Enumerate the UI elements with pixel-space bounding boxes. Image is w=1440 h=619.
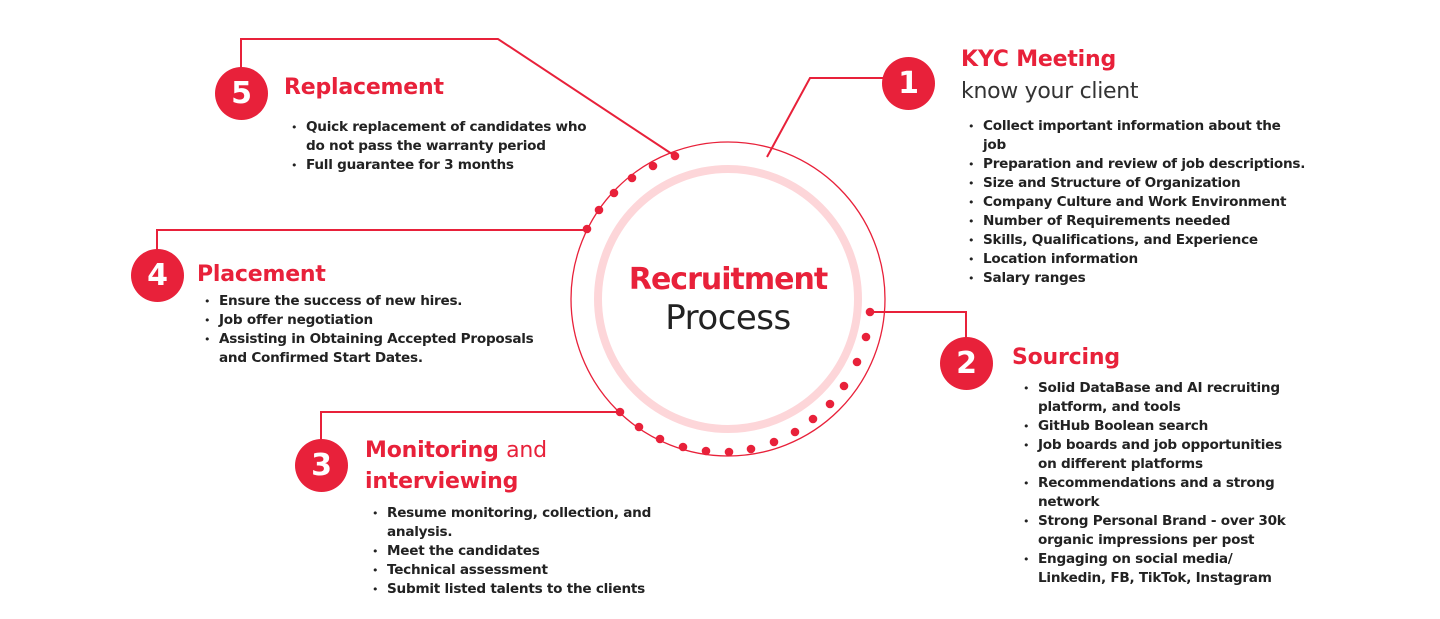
ring-dot [865,307,875,317]
bullet-item: Collect important information about the … [968,117,1308,155]
bullet-item: Size and Structure of Organization [968,174,1308,193]
bullet-item: Strong Personal Brand - over 30k organic… [1023,512,1288,550]
bullet-item: Preparation and review of job descriptio… [968,155,1308,174]
ring-dot [790,427,800,437]
bullet-item: Recommendations and a strong network [1023,474,1288,512]
ring-dot [746,444,756,454]
inner-ring [594,165,862,433]
ring-dot [609,188,619,198]
step-number-badge: 4 [131,249,184,302]
ring-dot [615,407,625,417]
bullet-item: Assisting in Obtaining Accepted Proposal… [204,330,544,368]
ring-dot [825,399,835,409]
ring-dot [701,446,711,456]
step-title-line2: interviewing [365,469,519,494]
step-bullets: Resume monitoring, collection, and analy… [372,504,712,599]
ring-dots [582,151,875,457]
step-title: Replacement [284,75,444,100]
bullet-item: Full guarantee for 3 months [291,156,591,175]
bullet-item: Skills, Qualifications, and Experience [968,231,1308,250]
step-subtitle: know your client [961,79,1139,104]
ring-dot [724,447,734,457]
ring-dot [839,381,849,391]
bullet-item: Company Culture and Work Environment [968,193,1308,212]
bullet-item: Engaging on social media/ Linkedin, FB, … [1023,550,1288,588]
ring-dot [655,434,665,444]
bullet-item: Job offer negotiation [204,311,544,330]
bullet-item: Meet the candidates [372,542,712,561]
step-title-bold: Monitoring [365,438,499,463]
step-bullets: Ensure the success of new hires. Job off… [204,292,544,368]
step-number-badge: 1 [882,57,935,110]
bullet-item: Salary ranges [968,269,1308,288]
step-number-badge: 2 [940,337,993,390]
bullet-item: GitHub Boolean search [1023,417,1288,436]
bullet-item: Quick replacement of candidates who do n… [291,118,591,156]
step-number-badge: 5 [215,67,268,120]
ring-dot [648,161,658,171]
connector-step-5 [240,38,676,157]
bullet-item: Submit listed talents to the clients [372,580,712,599]
ring-dot [670,151,680,161]
center-title-process: Process [665,298,791,338]
ring-dot [861,332,871,342]
ring-dot [634,422,644,432]
step-bullets: Solid DataBase and AI recruiting platfor… [1023,379,1288,588]
ring-dot [582,224,592,234]
step-number-badge: 3 [295,439,348,492]
bullet-item: Number of Requirements needed [968,212,1308,231]
ring-dot [769,437,779,447]
ring-dot [678,442,688,452]
step-title: KYC Meeting [961,47,1117,72]
connector-step-3 [320,411,620,440]
step-title: Sourcing [1012,345,1120,370]
bullet-item: Solid DataBase and AI recruiting platfor… [1023,379,1288,417]
ring-dot [627,173,637,183]
bullet-item: Ensure the success of new hires. [204,292,544,311]
ring-dot [852,357,862,367]
ring-dot [808,414,818,424]
bullet-item: Resume monitoring, collection, and analy… [372,504,712,542]
ring-dot [594,205,604,215]
step-title: Monitoring and [365,438,547,463]
bullet-item: Technical assessment [372,561,712,580]
bullet-item: Job boards and job opportunities on diff… [1023,436,1288,474]
step-bullets: Quick replacement of candidates who do n… [291,118,591,175]
center-title-recruitment: Recruitment [628,262,828,297]
connector-step-4 [156,229,586,250]
connector-step-1 [766,77,884,158]
step-title-light: and [506,438,547,463]
step-bullets: Collect important information about the … [968,117,1308,288]
step-title: Placement [197,262,326,287]
connector-step-2 [870,311,967,338]
bullet-item: Location information [968,250,1308,269]
